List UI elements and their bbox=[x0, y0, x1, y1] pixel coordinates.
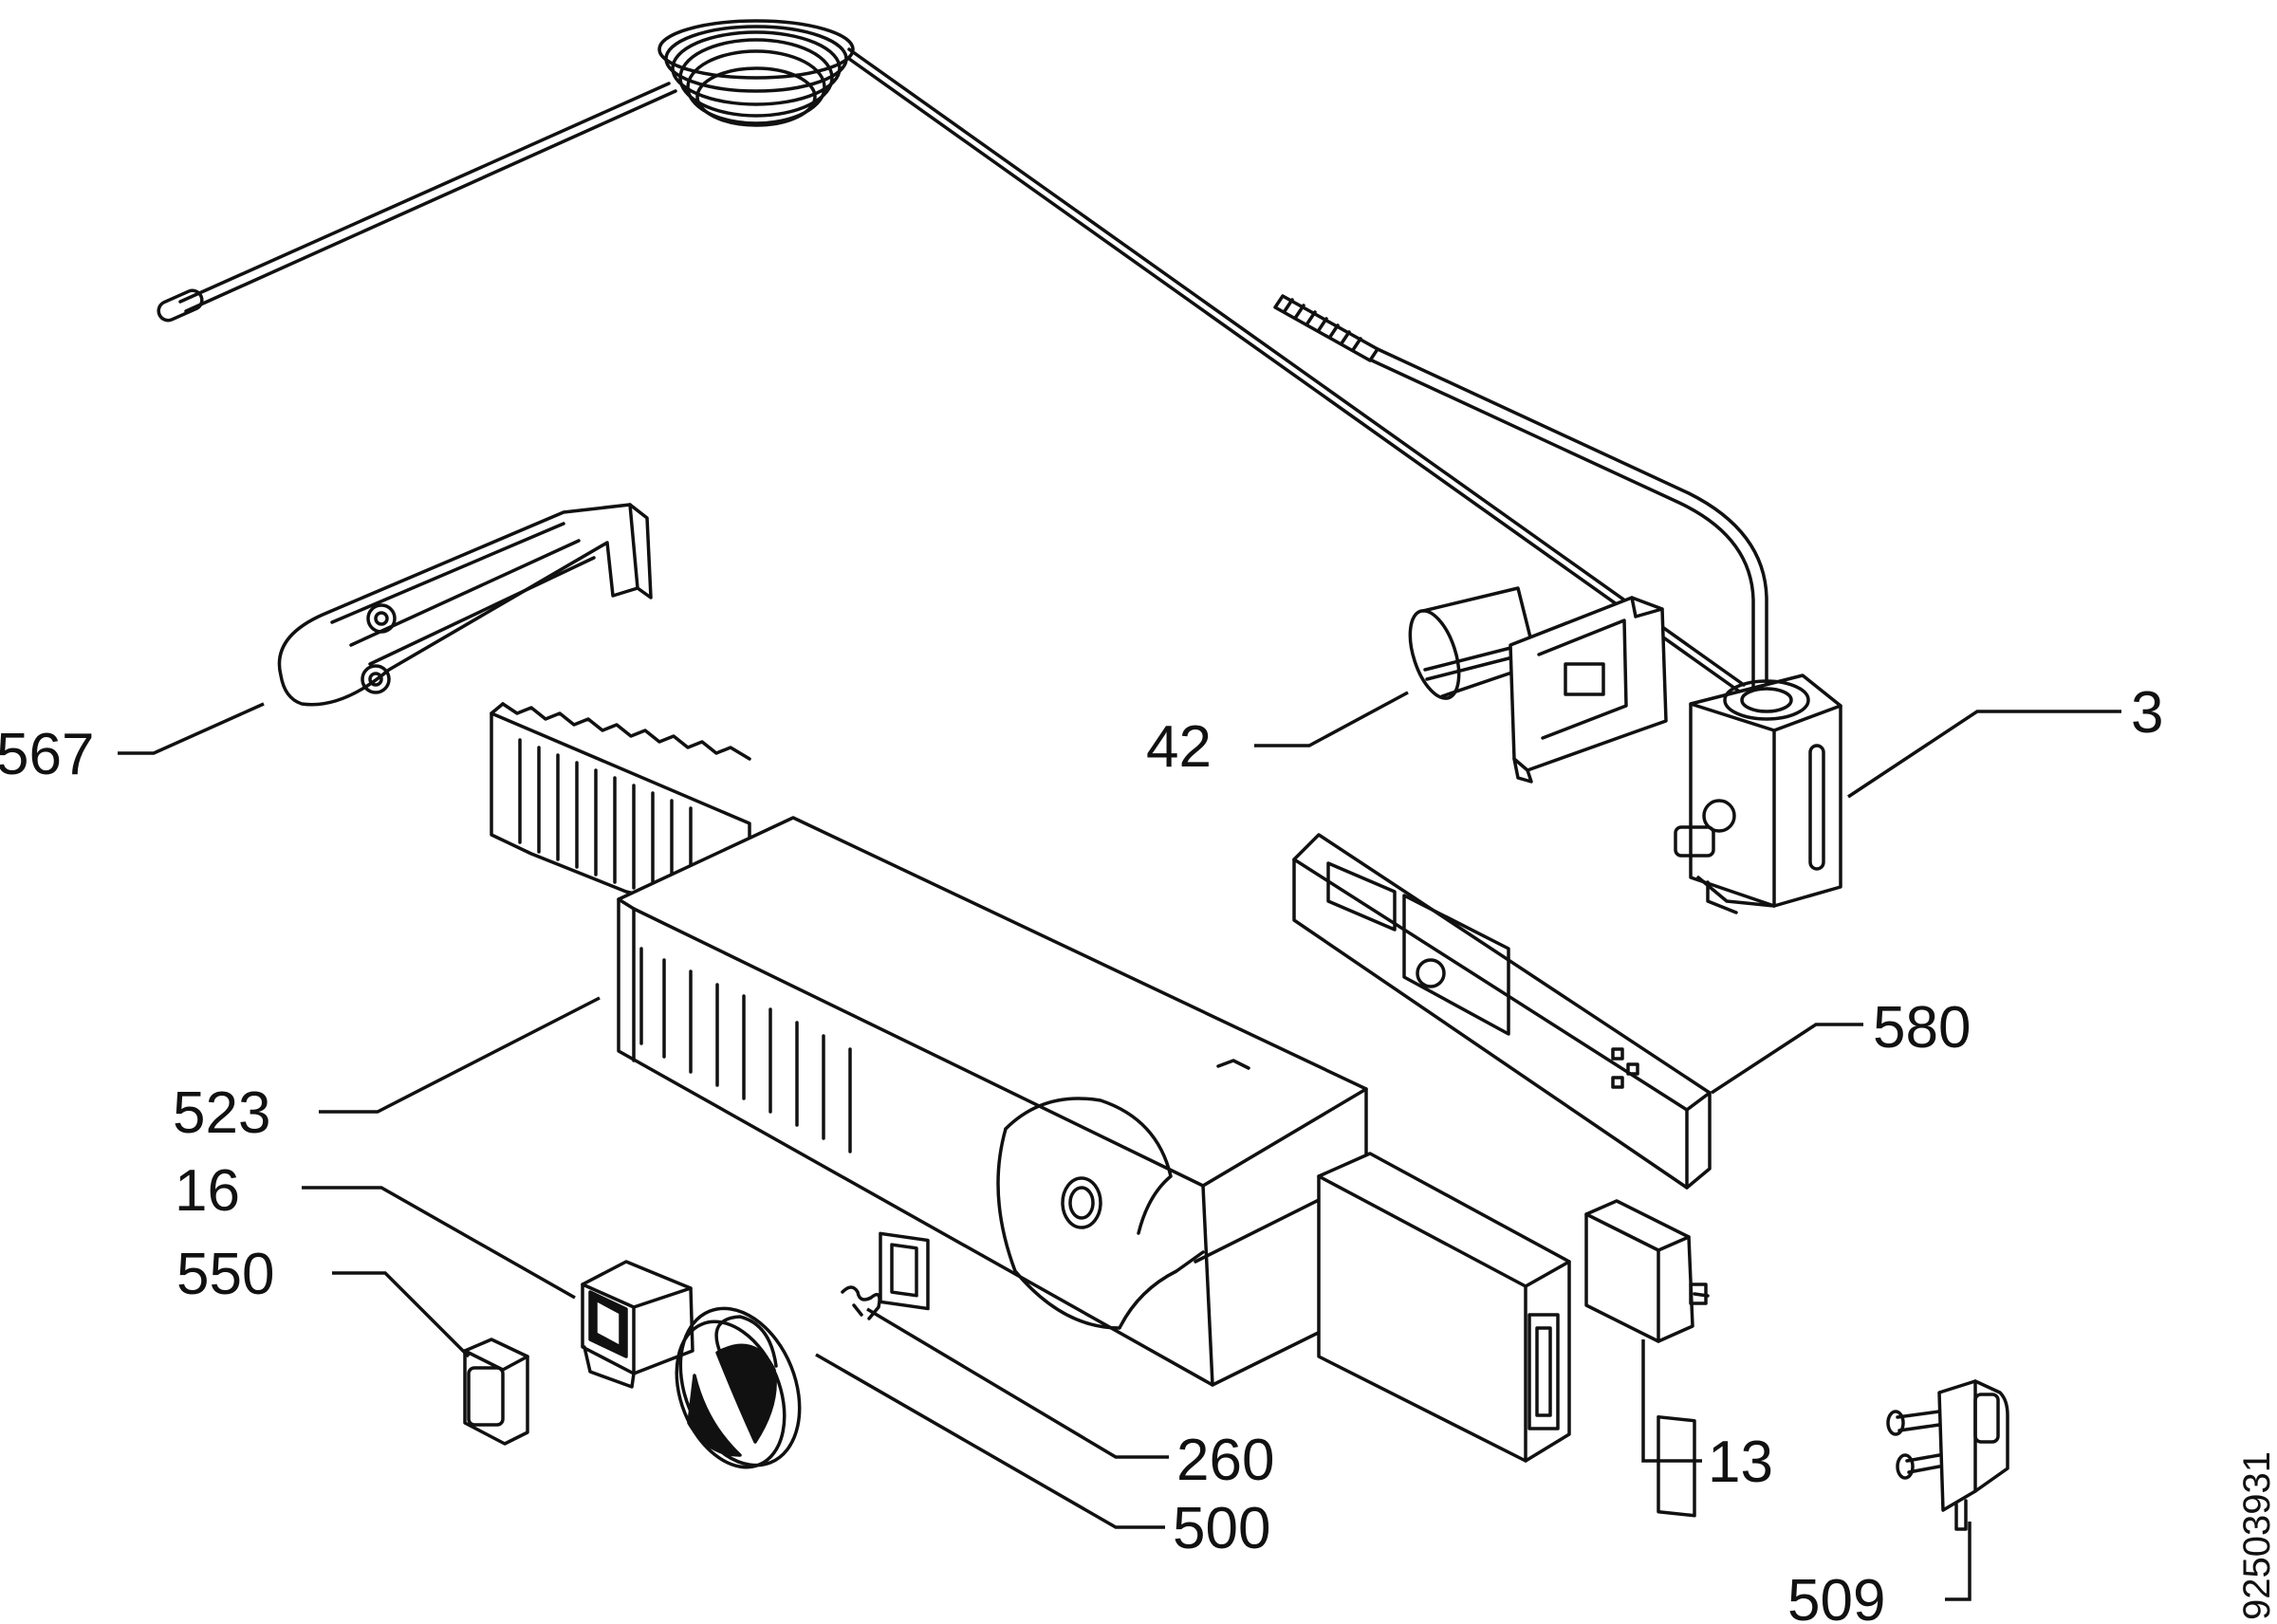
callout-260: 260 bbox=[1176, 1428, 1274, 1493]
callout-42: 42 bbox=[1146, 714, 1212, 780]
callout-580: 580 bbox=[1873, 995, 1971, 1061]
leader-lines bbox=[118, 691, 2121, 1601]
callout-16: 16 bbox=[175, 1158, 240, 1224]
capillary-coil bbox=[157, 19, 1746, 692]
switch-part-13 bbox=[1584, 1199, 1710, 1518]
clamp-bracket-part-567 bbox=[277, 503, 653, 707]
panel-part-580 bbox=[1292, 833, 1712, 1190]
callout-567: 567 bbox=[0, 722, 94, 787]
clip-part-260 bbox=[841, 1285, 881, 1320]
drawing-code: 92503931 bbox=[2236, 1451, 2277, 1620]
door-switch-part-509 bbox=[1886, 1379, 2009, 1531]
cap-part-550 bbox=[463, 1338, 529, 1446]
callout-labels: 567 42 3 580 523 16 550 260 500 13 509 bbox=[0, 680, 2163, 1624]
callout-550: 550 bbox=[176, 1242, 274, 1307]
callout-509: 509 bbox=[1787, 1568, 1885, 1624]
knob-part-500 bbox=[675, 1306, 802, 1469]
control-housing-part-523 bbox=[617, 816, 1368, 1387]
callout-3: 3 bbox=[2131, 680, 2163, 746]
cover-block bbox=[1317, 1152, 1571, 1463]
sensor-probe bbox=[1273, 294, 1768, 691]
lamp-holder-part-42 bbox=[1408, 586, 1668, 784]
thermostat-part-3 bbox=[1674, 674, 1842, 914]
callout-500: 500 bbox=[1173, 1496, 1270, 1561]
callout-523: 523 bbox=[173, 1080, 270, 1146]
callout-13: 13 bbox=[1708, 1430, 1773, 1495]
rocker-switch-part-16 bbox=[581, 1260, 694, 1389]
